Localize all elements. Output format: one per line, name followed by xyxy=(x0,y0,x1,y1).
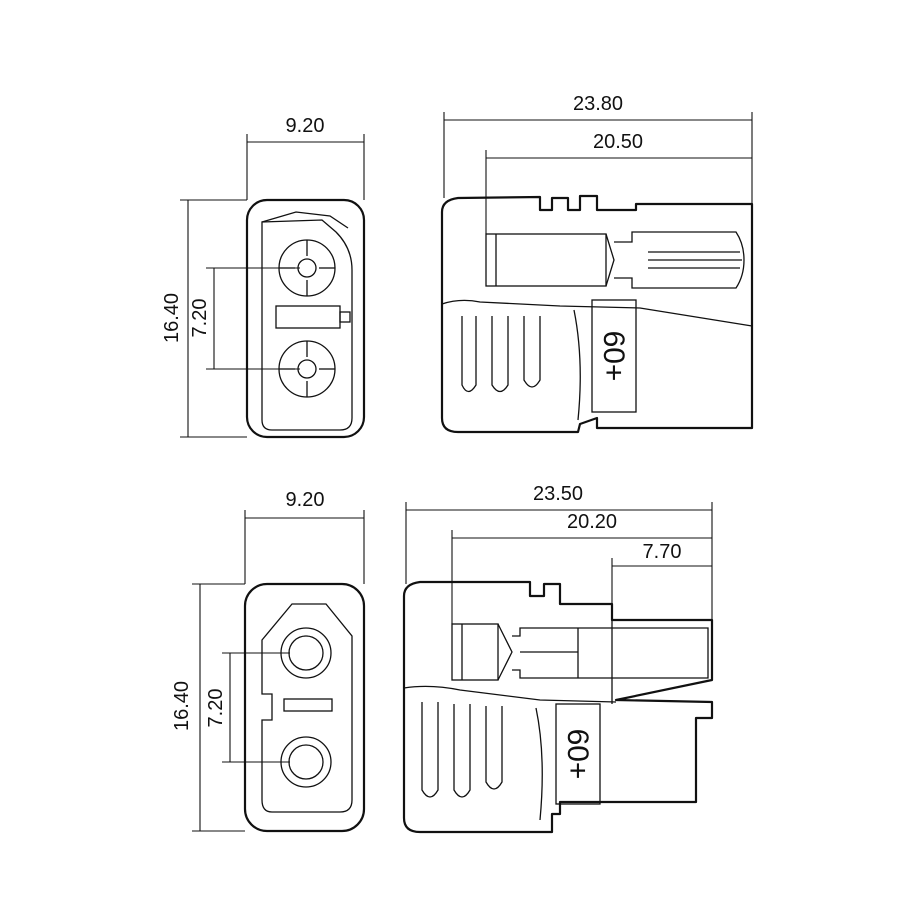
face-inner-outline xyxy=(261,219,353,431)
marking-plate xyxy=(591,299,637,413)
top-side-view: 60+ 23.80 20.50 xyxy=(440,93,754,434)
height-label: 16.40 xyxy=(171,681,193,731)
marking-text: 60+ xyxy=(597,331,630,382)
bottom-side-view: 60+ 23.50 20.20 7.70 xyxy=(402,483,714,834)
pin-length-label: 7.70 xyxy=(643,541,682,563)
housing-outline xyxy=(245,198,366,439)
grip-rib-1 xyxy=(421,702,439,798)
grip-rib-2 xyxy=(453,704,471,798)
pin-spacing-label: 7.20 xyxy=(189,299,211,338)
bottom-front-view: 9.20 16.40 7.20 xyxy=(171,489,366,833)
socket-body-outline xyxy=(402,580,714,834)
contact-sleeve xyxy=(451,623,499,681)
width-label: 9.20 xyxy=(286,489,325,511)
housing-outline xyxy=(243,582,366,833)
polarity-key xyxy=(283,698,333,712)
polarity-key xyxy=(275,305,341,329)
plug-body-outline xyxy=(440,194,754,434)
pin-spacing-label: 7.20 xyxy=(205,689,227,728)
contact-pin xyxy=(614,231,745,289)
face-inner-outline xyxy=(261,603,353,813)
grip-rib-1 xyxy=(461,316,477,393)
housing-seam xyxy=(441,299,753,327)
height-label: 16.40 xyxy=(161,293,183,343)
grip-rib-2 xyxy=(491,316,509,393)
marking-text: 60+ xyxy=(561,729,594,780)
contact-barrel xyxy=(485,233,607,287)
key-notch xyxy=(339,311,351,323)
housing-seam xyxy=(403,685,617,703)
top-front-view: 9.20 16.40 7.20 xyxy=(161,115,366,439)
body-length-label: 20.50 xyxy=(593,131,643,153)
width-label: 9.20 xyxy=(286,115,325,137)
grip-rib-3 xyxy=(523,316,541,388)
face-top-edge xyxy=(261,211,349,229)
overall-length-label: 23.80 xyxy=(573,93,623,115)
grip-rib-3 xyxy=(485,706,503,790)
contact-pin xyxy=(512,627,709,679)
marking-plate xyxy=(555,703,601,805)
overall-length-label: 23.50 xyxy=(533,483,583,505)
body-length-label: 20.20 xyxy=(567,511,617,533)
